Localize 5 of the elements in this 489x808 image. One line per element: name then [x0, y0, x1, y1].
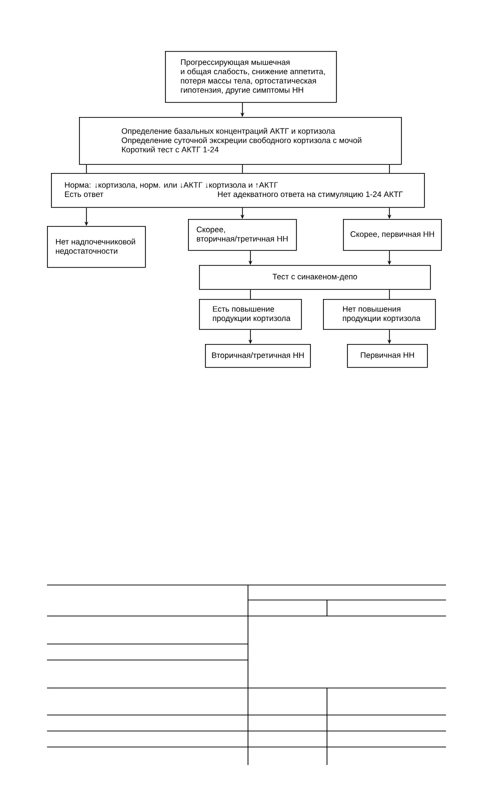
connector-line	[389, 164, 390, 174]
connector-line	[250, 289, 251, 300]
connector-line	[86, 164, 87, 174]
connector-line	[242, 164, 243, 174]
connector-line	[389, 289, 390, 300]
